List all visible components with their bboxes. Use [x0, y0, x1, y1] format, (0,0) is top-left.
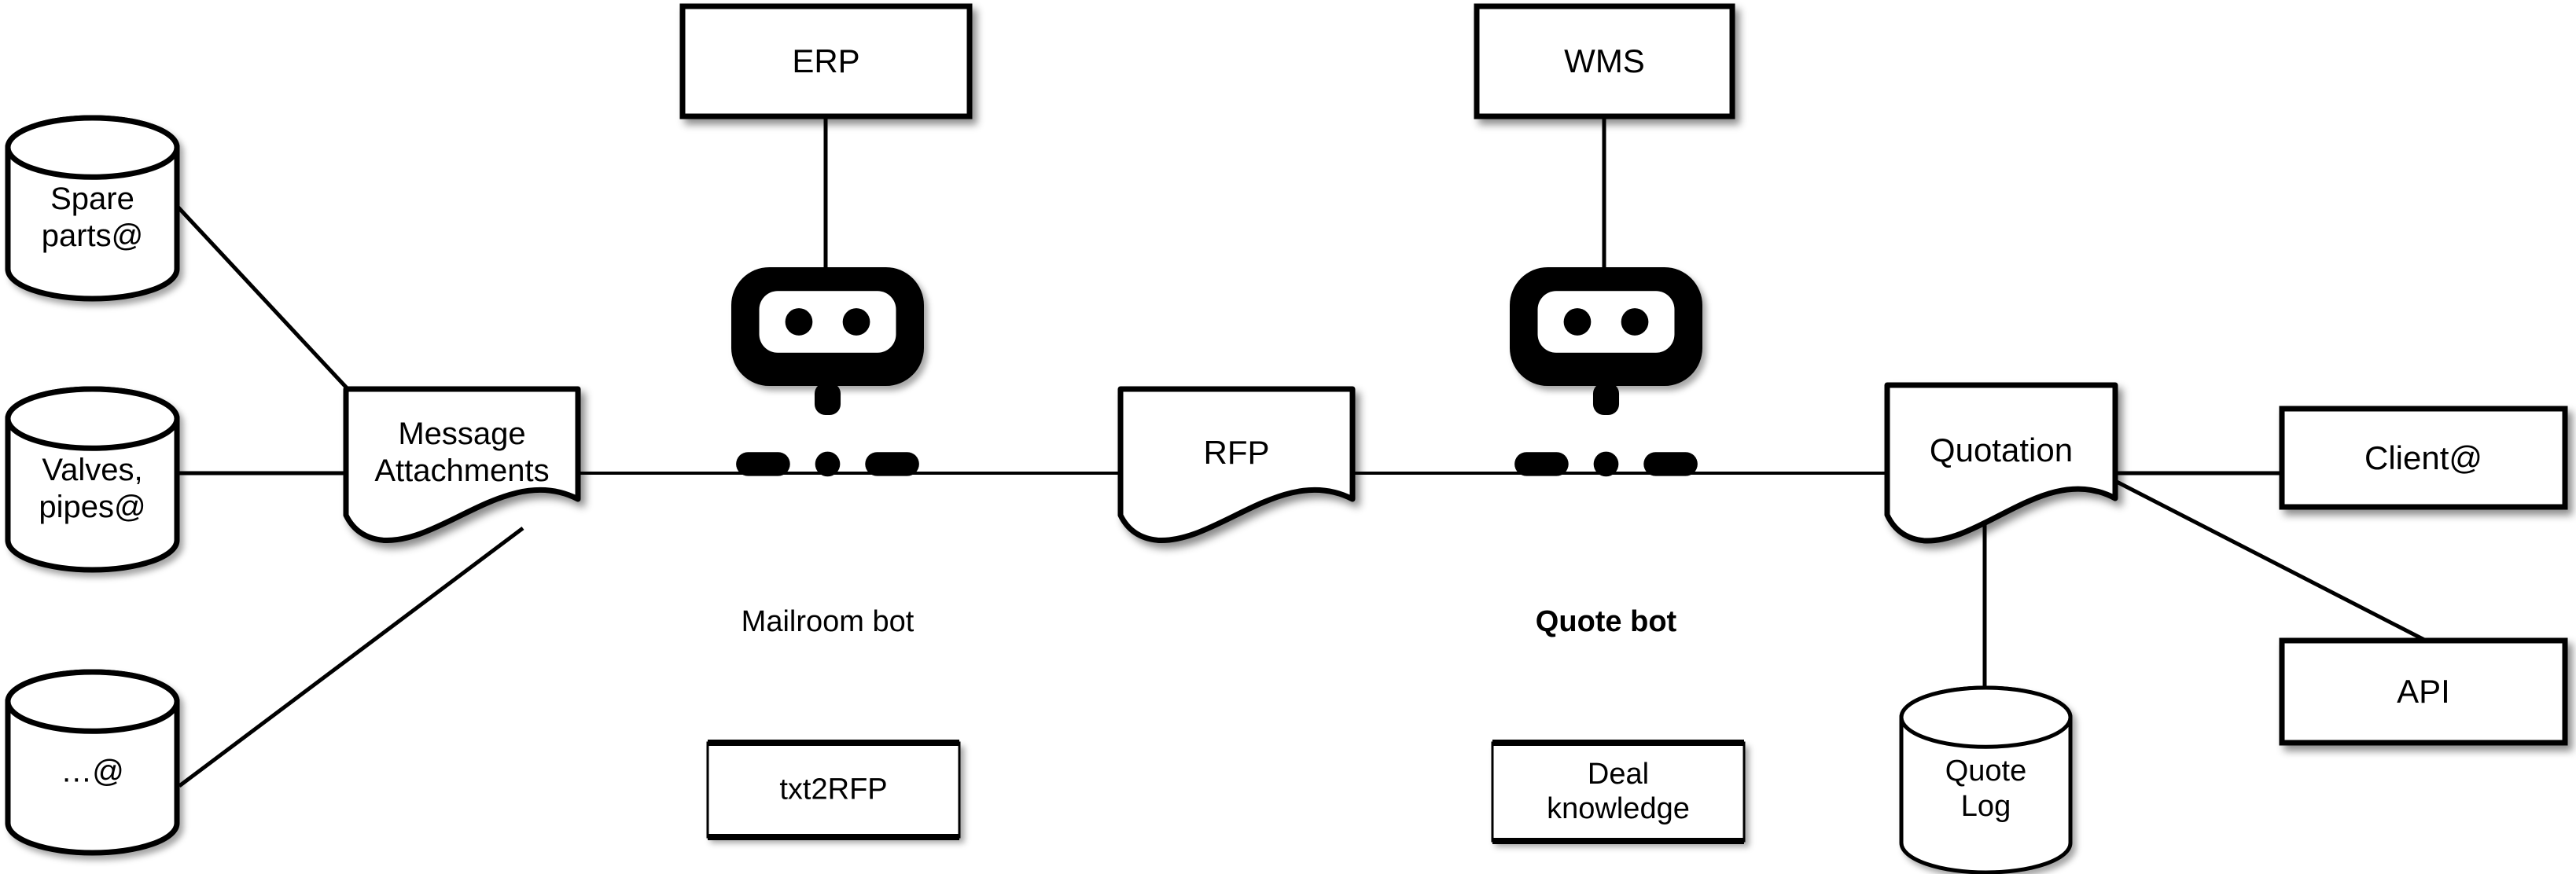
- mailroom-bot-body-center: [815, 451, 841, 477]
- quote-bot-right-eye: [1621, 308, 1649, 336]
- spare-parts-mailbox-top-ellipse: [5, 115, 180, 180]
- mailroom-bot-body-left: [736, 452, 790, 476]
- edge-other-to-attachments: [178, 527, 524, 788]
- quote-bot-caption: Quote bot: [1535, 605, 1677, 638]
- erp-shape[interactable]: [679, 3, 973, 119]
- quote-bot-left-eye: [1563, 308, 1592, 336]
- quote-bot-face-plate: [1537, 291, 1675, 353]
- txt2rfp-shape[interactable]: [706, 740, 961, 840]
- quote-bot-body-left: [1514, 452, 1569, 476]
- quote-bot-body-right: [1643, 452, 1698, 476]
- mailroom-bot-shape[interactable]: [731, 267, 924, 477]
- message-attachments-doc: [343, 386, 581, 543]
- rfp-doc: [1117, 386, 1356, 543]
- quote-bot-shape[interactable]: [1510, 267, 1702, 477]
- api-rect: [2279, 637, 2568, 746]
- message-attachments-shape[interactable]: [343, 386, 581, 543]
- mailroom-bot-right-eye: [842, 308, 870, 336]
- mailroom-bot-neck: [814, 382, 841, 416]
- erp-rect: [679, 3, 973, 119]
- wms-shape[interactable]: [1474, 3, 1735, 119]
- quote-bot-neck: [1592, 382, 1620, 416]
- spare-parts-mailbox-shape[interactable]: [5, 115, 180, 302]
- mailroom-bot-face-plate: [759, 291, 896, 353]
- client-mailbox-shape[interactable]: [2279, 406, 2568, 510]
- valves-pipes-mailbox-shape[interactable]: [5, 386, 180, 573]
- client-mailbox-rect: [2279, 406, 2568, 510]
- api-shape[interactable]: [2279, 637, 2568, 746]
- quotation-shape[interactable]: [1884, 382, 2118, 544]
- quote-bot-body-center: [1593, 451, 1619, 477]
- edge-quotation-to-api: [2114, 479, 2427, 643]
- other-mailbox-top-ellipse: [5, 669, 180, 734]
- quote-log-top-ellipse: [1899, 685, 2073, 749]
- mailroom-bot-body-right: [865, 452, 919, 476]
- edge-spare-parts-to-attachments: [175, 204, 353, 395]
- mailroom-bot-left-eye: [785, 308, 813, 336]
- other-mailbox-shape[interactable]: [5, 669, 180, 856]
- deal-knowledge-rect: [1491, 741, 1746, 843]
- quotation-doc: [1884, 382, 2118, 544]
- wms-rect: [1474, 3, 1735, 119]
- deal-knowledge-shape[interactable]: [1491, 740, 1746, 844]
- rfp-shape[interactable]: [1117, 386, 1356, 543]
- mailroom-bot-caption: Mailroom bot: [741, 605, 914, 638]
- quote-log-shape[interactable]: [1899, 685, 2073, 874]
- txt2rfp-rect: [706, 741, 961, 839]
- valves-pipes-mailbox-top-ellipse: [5, 386, 180, 451]
